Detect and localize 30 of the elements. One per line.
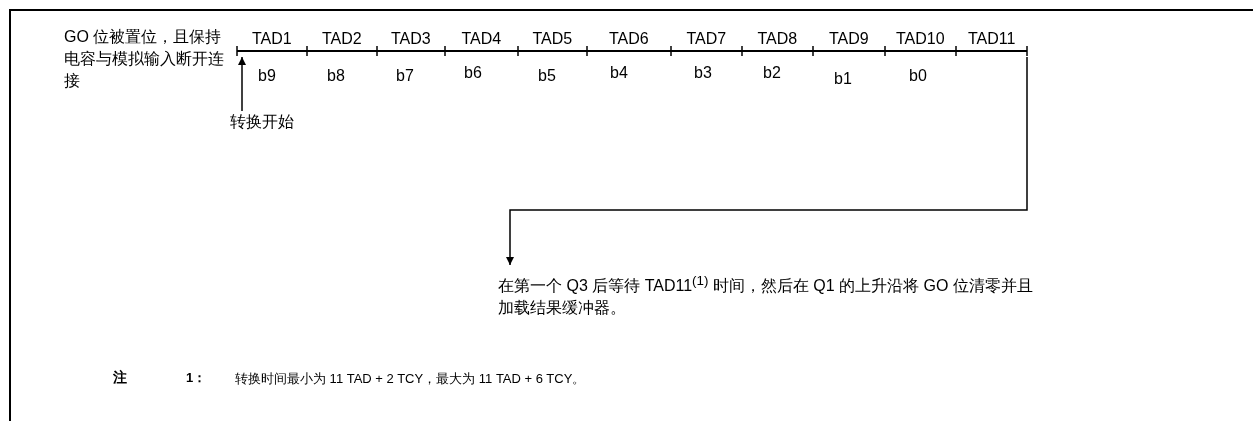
timing-label: TAD7 bbox=[686, 30, 727, 48]
bit-label: b5 bbox=[538, 67, 556, 85]
timing-label: TAD10 bbox=[896, 30, 945, 48]
result-note: 在第一个 Q3 后等待 TAD11$^{(1)}$ 时间，然后在 Q1 的上升沿将 GO 位清零并且加载结果缓冲器。 bbox=[498, 270, 1038, 320]
timing-label: TAD5 bbox=[532, 30, 573, 48]
note-number: 1： bbox=[186, 369, 207, 387]
bit-label: b6 bbox=[464, 64, 482, 82]
bit-label: b3 bbox=[694, 64, 712, 82]
note-marker: 注 bbox=[113, 369, 127, 387]
timing-label: TAD4 bbox=[461, 30, 502, 48]
timing-label: TAD1 bbox=[252, 30, 292, 48]
bit-label: b0 bbox=[909, 67, 927, 85]
bit-label: b1 bbox=[834, 70, 852, 88]
annotation-text: 转换开始 bbox=[230, 111, 310, 133]
arrow bbox=[506, 56, 1028, 266]
arrow bbox=[238, 56, 246, 112]
timing-label: TAD3 bbox=[391, 30, 431, 48]
bit-label: b8 bbox=[327, 67, 345, 85]
bit-label: b2 bbox=[763, 64, 781, 82]
timing-label: TAD8 bbox=[757, 30, 798, 48]
timeline-drawing bbox=[237, 45, 1028, 57]
timing-label: TAD2 bbox=[322, 30, 362, 48]
bit-label: b7 bbox=[396, 67, 414, 85]
bit-label: b4 bbox=[610, 64, 628, 82]
timing-label: TAD11 bbox=[968, 30, 1016, 48]
bit-label: b9 bbox=[258, 67, 276, 85]
annotation-text: GO 位被置位，且保持电容与模拟输入断开连接 bbox=[64, 26, 224, 92]
footnote-text: 转换时间最小为 11 TAD + 2 TCY，最大为 11 TAD + 6 TCY。 bbox=[235, 370, 586, 388]
timing-label: TAD6 bbox=[609, 30, 649, 48]
timing-label: TAD9 bbox=[829, 30, 869, 48]
